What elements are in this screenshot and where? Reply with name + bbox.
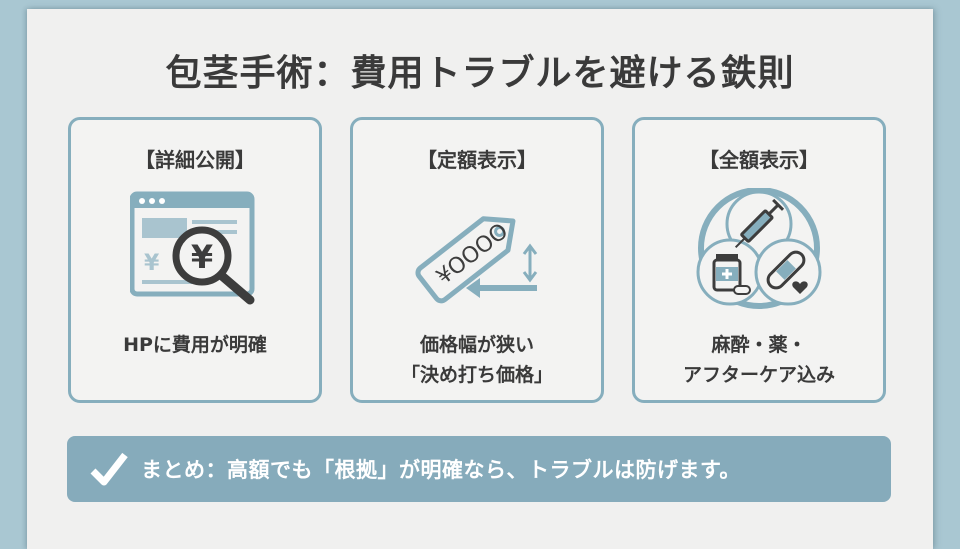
bandage-icon <box>766 250 806 290</box>
summary-banner: まとめ：高額でも「根拠」が明確なら、トラブルは防げます。 <box>67 436 891 502</box>
medical-bundle-icon <box>694 187 824 316</box>
card-heading: 【全額表示】 <box>699 148 819 172</box>
browser-magnifier-yen-icon: ¥ ¥ <box>129 188 260 312</box>
card-heading: 【詳細公開】 <box>135 148 255 172</box>
card-body-text: 麻酔・薬・ アフターケア込み <box>682 334 835 386</box>
page-title: 包茎手術：費用トラブルを避ける鉄則 <box>165 53 795 94</box>
card-heading: 【定額表示】 <box>417 148 537 172</box>
card-body-text: 価格幅が狭い 「決め打ち価格」 <box>400 334 553 386</box>
card-detail-disclosure: 【詳細公開】 ¥ ¥ HPに費用が明確 <box>68 117 322 403</box>
checkmark-icon <box>90 452 128 486</box>
svg-text:¥: ¥ <box>144 251 160 276</box>
syringe-icon <box>734 198 785 249</box>
summary-text: まとめ：高額でも「根拠」が明確なら、トラブルは防げます。 <box>141 458 741 482</box>
card-all-inclusive: 【全額表示】 <box>632 117 886 403</box>
svg-text:¥: ¥ <box>191 238 213 276</box>
medicine-bottle-icon <box>712 254 751 295</box>
card-fixed-price: 【定額表示】 ¥OOOO 価格幅が狭い 「決め打ち価格」 <box>350 117 604 403</box>
price-tag-icon: ¥OOOO <box>412 188 542 312</box>
card-body-text: HPに費用が明確 <box>123 334 267 356</box>
